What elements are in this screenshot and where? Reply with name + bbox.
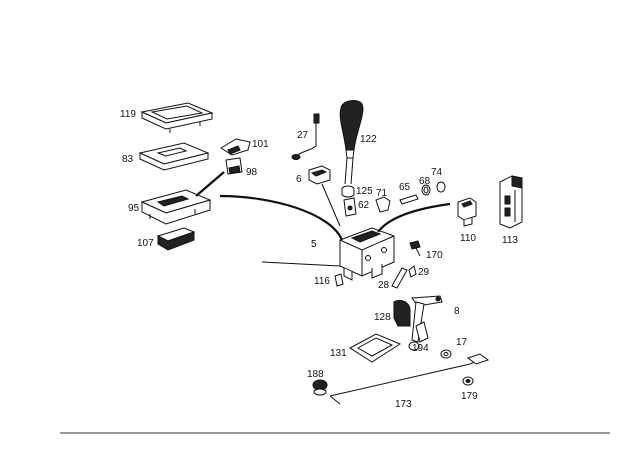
part-173-shift-rod (329, 353, 490, 405)
part-74-ring (436, 181, 446, 193)
assembly-arrow-170 (261, 261, 341, 267)
part-125-bushing (341, 185, 355, 198)
part-119-bezel-frame (140, 102, 214, 133)
part-5-shifter-housing (339, 227, 395, 281)
part-68-spring (421, 184, 431, 196)
assembly-arrow-110-to-5 (377, 202, 451, 233)
part-8-lever-arm (408, 295, 443, 351)
part-6-switch (308, 165, 331, 185)
assembly-arrow-98-to-95 (195, 171, 225, 197)
label-65: 65 (399, 182, 411, 193)
label-119: 119 (120, 109, 136, 120)
part-131-gasket (349, 333, 402, 363)
label-71: 71 (376, 188, 388, 199)
label-131: 131 (330, 348, 347, 359)
label-194: 194 (412, 343, 429, 354)
label-8: 8 (454, 306, 460, 317)
part-101-clip (220, 138, 251, 156)
label-74: 74 (431, 167, 443, 178)
part-122-shift-knob (339, 100, 364, 185)
label-128: 128 (374, 312, 391, 323)
label-95: 95 (128, 203, 140, 214)
label-116: 116 (314, 276, 330, 287)
part-83-cover-plate (138, 142, 210, 171)
part-116-sensor (334, 273, 344, 287)
label-170: 170 (426, 250, 443, 261)
label-179: 179 (461, 391, 478, 402)
label-83: 83 (122, 154, 134, 165)
label-5: 5 (311, 239, 317, 250)
part-179-nut (462, 376, 474, 386)
part-27-cable (291, 113, 320, 160)
assembly-arrow-6-to-5 (321, 183, 341, 227)
label-107: 107 (137, 238, 154, 249)
part-62-lock (343, 197, 357, 217)
label-62: 62 (358, 200, 370, 211)
part-107-insert (156, 227, 196, 251)
label-98: 98 (246, 167, 258, 178)
label-173: 173 (395, 399, 412, 410)
label-188: 188 (307, 369, 324, 380)
label-17: 17 (456, 337, 468, 348)
part-98-holder (225, 157, 243, 175)
label-6: 6 (296, 174, 302, 185)
label-29: 29 (418, 267, 430, 278)
part-110-solenoid (457, 197, 477, 227)
label-68: 68 (419, 176, 431, 187)
label-113: 113 (502, 235, 518, 246)
label-28: 28 (378, 280, 390, 291)
part-65-pin (399, 194, 419, 205)
part-170-bolt (409, 240, 421, 257)
part-113-bracket (499, 175, 523, 229)
part-17-washer (440, 349, 452, 359)
part-28-link (391, 267, 408, 289)
label-101: 101 (252, 139, 269, 150)
part-29-pin (408, 265, 417, 278)
assembly-arrow-95-to-5 (219, 194, 344, 241)
label-27: 27 (297, 130, 309, 141)
label-125: 125 (356, 186, 373, 197)
part-95-gate-tray (140, 189, 212, 225)
part-188-grommet (312, 379, 328, 396)
part-194-clip (415, 321, 429, 343)
label-122: 122 (360, 134, 377, 145)
part-71-clip (375, 196, 391, 213)
part-128-boot (393, 299, 411, 327)
label-110: 110 (460, 233, 476, 244)
